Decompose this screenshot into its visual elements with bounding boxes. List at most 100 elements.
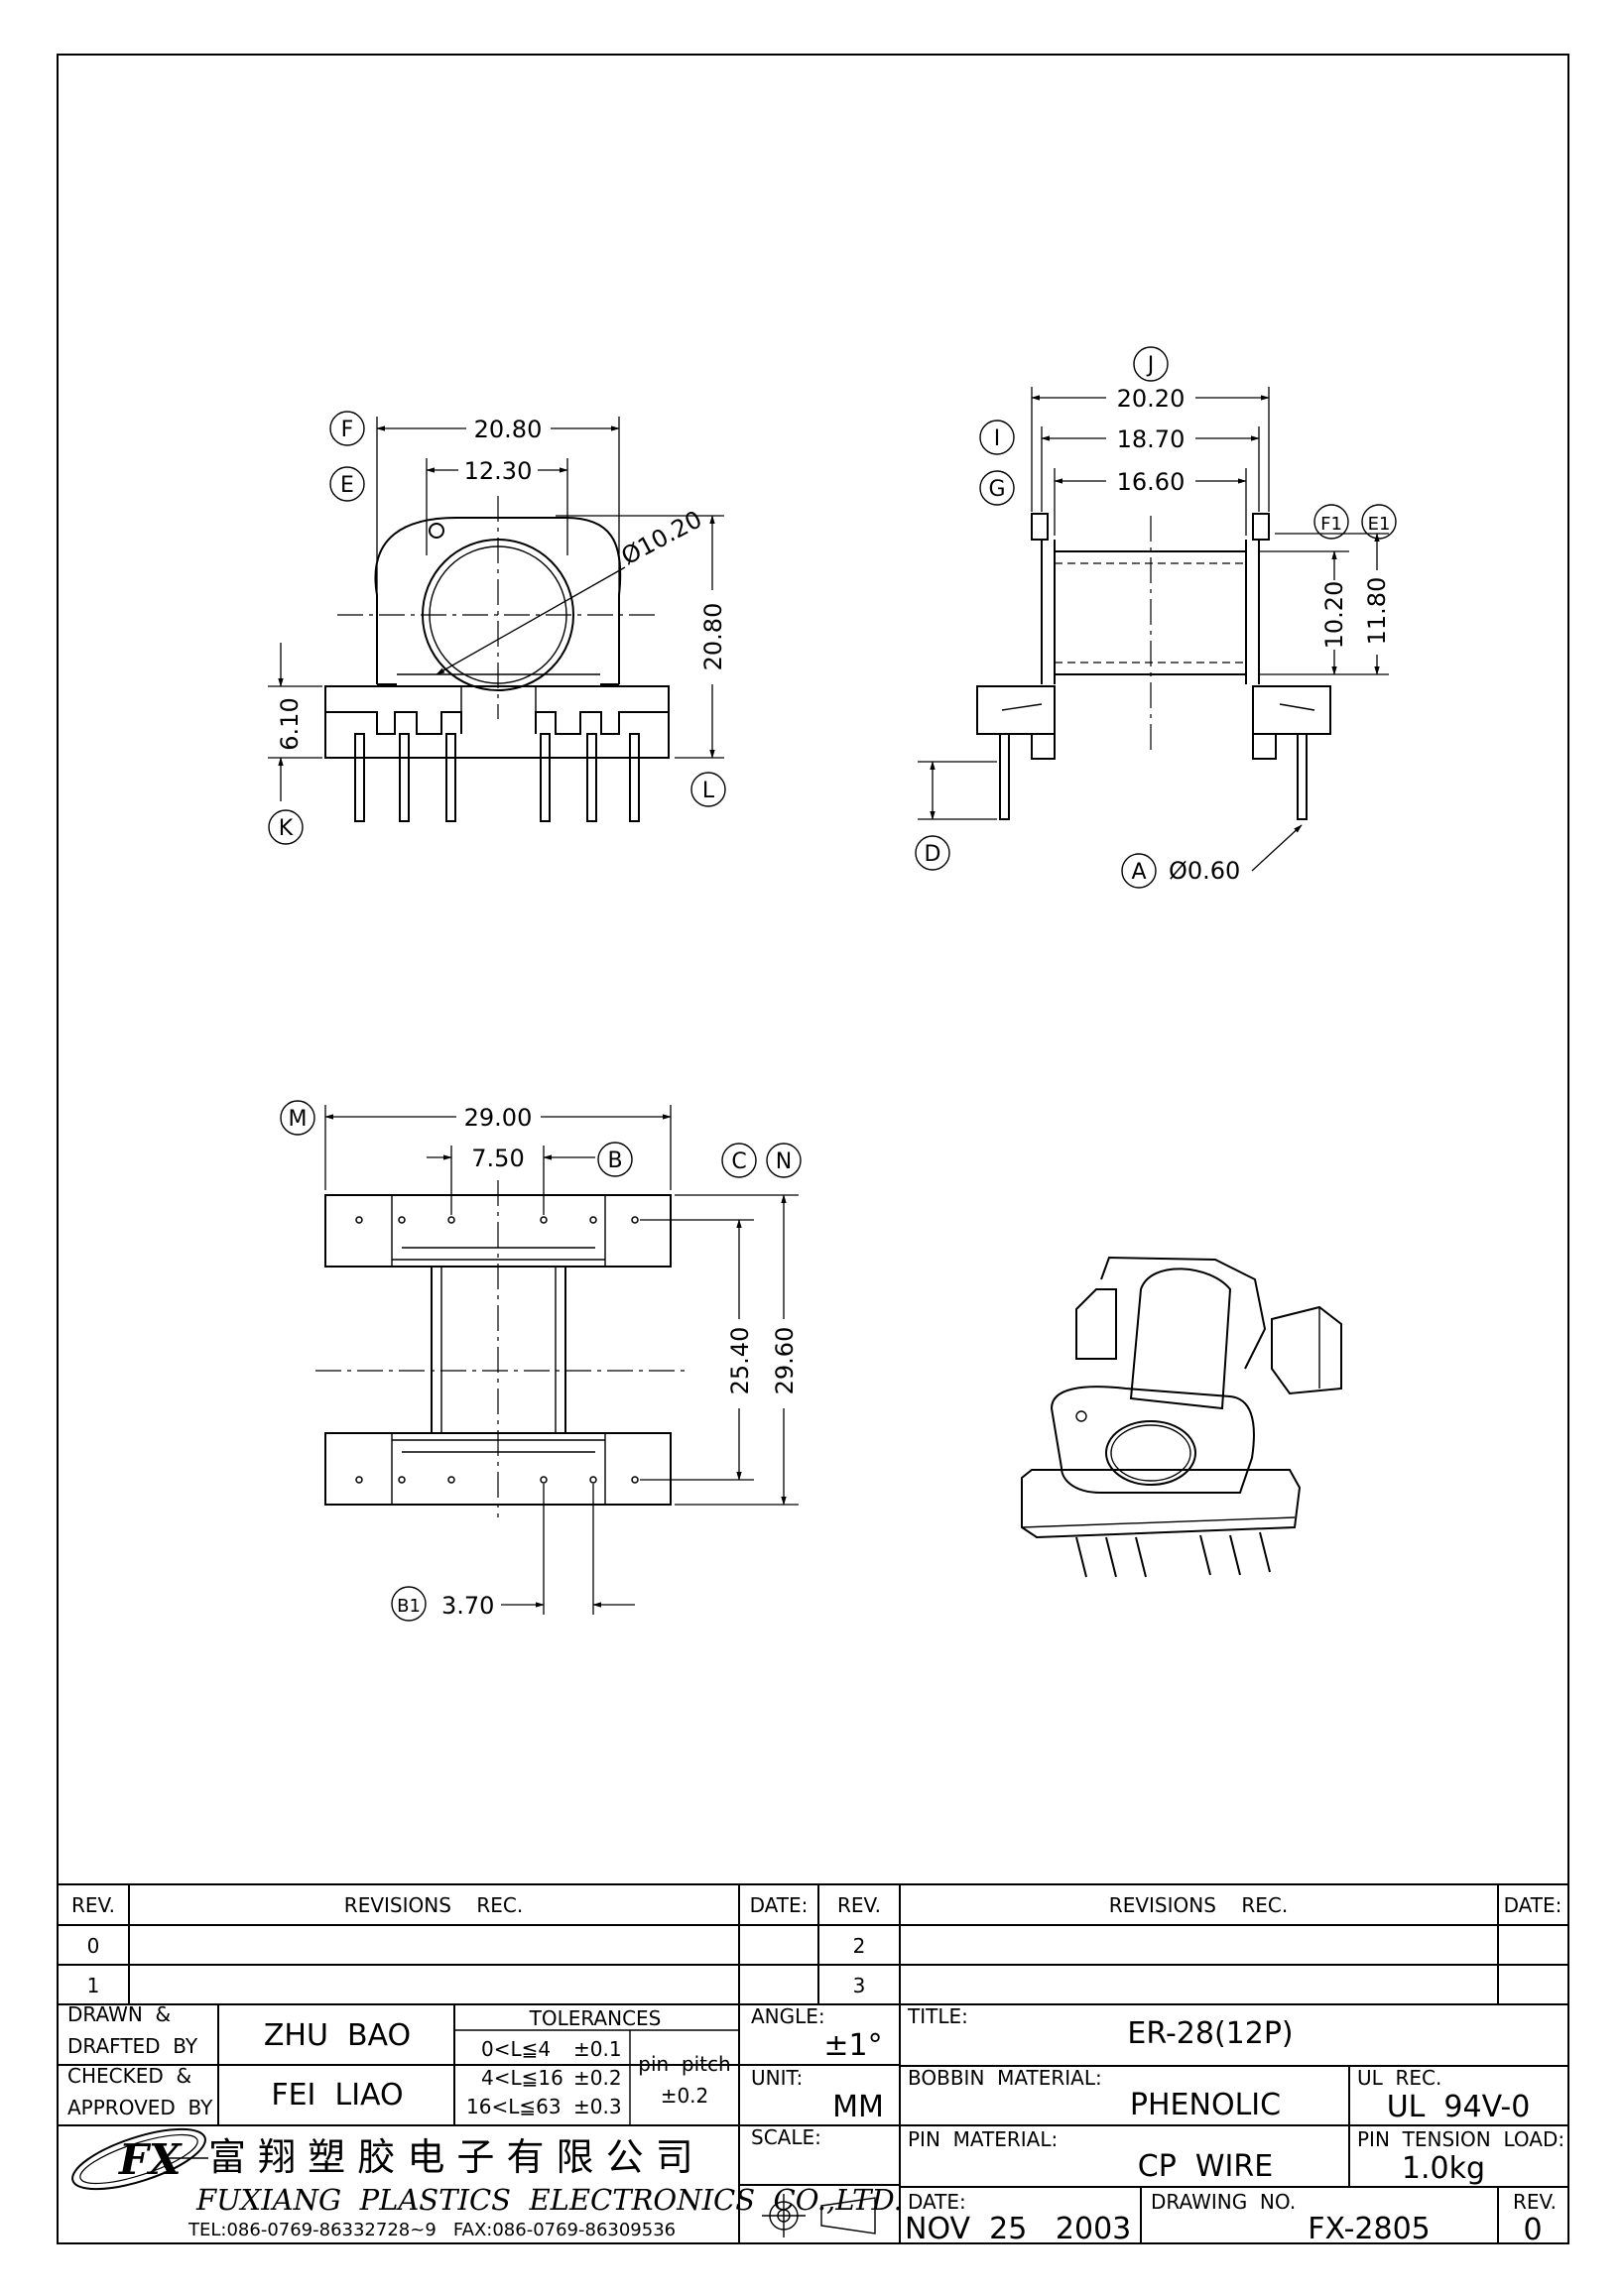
checked-by: FEI LIAO bbox=[271, 2078, 403, 2113]
pin-material-label: PIN MATERIAL: bbox=[908, 2127, 1058, 2151]
svg-text:F: F bbox=[341, 418, 354, 442]
balloon-i: I bbox=[979, 420, 1015, 455]
ul-rec-label: UL REC. bbox=[1357, 2066, 1441, 2090]
dim-side-e1: 11.80 bbox=[1363, 577, 1391, 646]
angle-label: ANGLE: bbox=[751, 2004, 825, 2028]
bobbin-material-label: BOBBIN MATERIAL: bbox=[908, 2066, 1102, 2090]
dim-side-f1: 10.20 bbox=[1320, 581, 1348, 650]
unit-label: UNIT: bbox=[751, 2066, 803, 2090]
dim-front-inner: 12.30 bbox=[464, 457, 533, 485]
dim-front-width: 20.80 bbox=[474, 416, 543, 443]
tol-range-1: 4<L≦16 bbox=[481, 2066, 563, 2090]
svg-text:M: M bbox=[289, 1107, 308, 1132]
svg-text:J: J bbox=[1146, 353, 1155, 378]
svg-text:G: G bbox=[988, 477, 1005, 502]
drawing-no-label: DRAWING NO. bbox=[1151, 2190, 1296, 2214]
dim-side-i: 18.70 bbox=[1117, 425, 1186, 453]
bobbin-material-value: PHENOLIC bbox=[1130, 2088, 1281, 2122]
isometric-view bbox=[1021, 1256, 1342, 1578]
revisions-header-left: REVISIONS REC. bbox=[344, 1893, 523, 1917]
rev-row-0: 0 bbox=[87, 1934, 100, 1958]
scale-label: SCALE: bbox=[751, 2125, 821, 2149]
dim-bottom-outer: 29.60 bbox=[771, 1327, 799, 1395]
svg-text:B1: B1 bbox=[397, 1596, 421, 1617]
tol-value-2: ±0.3 bbox=[573, 2095, 622, 2118]
dim-bottom-b1: 3.70 bbox=[441, 1592, 494, 1620]
dim-front-height: 20.80 bbox=[699, 603, 727, 671]
balloon-d: D bbox=[915, 835, 950, 871]
balloon-e1: E1 bbox=[1361, 504, 1397, 540]
rev-row-3: 3 bbox=[853, 1974, 866, 1997]
company-logo: FX bbox=[71, 2127, 208, 2191]
dim-bottom-pitch: 7.50 bbox=[471, 1145, 524, 1172]
title-label: TITLE: bbox=[907, 2004, 968, 2028]
svg-text:B: B bbox=[607, 1148, 622, 1173]
pin-tension-label: PIN TENSION LOAD: bbox=[1357, 2127, 1564, 2151]
revisions-header-right: REVISIONS REC. bbox=[1109, 1893, 1288, 1917]
pin-pitch-tol: ±0.2 bbox=[661, 2084, 709, 2108]
unit-value: MM bbox=[832, 2090, 884, 2124]
svg-text:D: D bbox=[925, 842, 941, 867]
svg-text:A: A bbox=[1131, 860, 1146, 885]
dim-bottom-inner: 25.40 bbox=[726, 1327, 754, 1395]
side-view: 20.20 18.70 16.60 10.20 11.80 Ø0.60 J I … bbox=[915, 346, 1397, 889]
pin-pitch-label: pin pitch bbox=[638, 2052, 730, 2076]
balloon-g: G bbox=[979, 470, 1015, 506]
ul-rec-value: UL 94V-0 bbox=[1387, 2090, 1531, 2124]
svg-text:C: C bbox=[731, 1149, 746, 1174]
dim-side-g: 16.60 bbox=[1117, 468, 1186, 496]
dim-front-base: 6.10 bbox=[276, 697, 304, 750]
date-header-right: DATE: bbox=[1504, 1893, 1562, 1917]
svg-text:K: K bbox=[279, 816, 294, 841]
balloon-f: F bbox=[329, 411, 365, 446]
company-contact: TEL:086-0769-86332728~9 FAX:086-0769-863… bbox=[187, 2220, 676, 2240]
rev-header-left: REV. bbox=[71, 1893, 115, 1917]
dim-bottom-width: 29.00 bbox=[464, 1104, 533, 1132]
drawn-label-1: DRAWN & bbox=[67, 2002, 171, 2026]
angle-value: ±1° bbox=[823, 2028, 882, 2063]
svg-text:F1: F1 bbox=[1320, 514, 1342, 535]
svg-text:I: I bbox=[994, 426, 1001, 451]
drawn-label-2: DRAFTED BY bbox=[67, 2034, 198, 2058]
checked-label-2: APPROVED BY bbox=[67, 2096, 213, 2119]
rev-row-1: 1 bbox=[87, 1974, 100, 1997]
projection-symbol-icon bbox=[762, 2194, 876, 2237]
tol-range-2: 16<L≦63 bbox=[466, 2095, 562, 2118]
balloon-a: A bbox=[1121, 853, 1157, 889]
rev-row-2: 2 bbox=[853, 1934, 866, 1958]
balloon-n: N bbox=[766, 1143, 802, 1178]
balloon-l: L bbox=[690, 772, 726, 807]
svg-text:L: L bbox=[702, 779, 715, 803]
rev-value: 0 bbox=[1523, 2213, 1542, 2247]
company-name-en: FUXIANG PLASTICS ELECTRONICS CO.,LTD. bbox=[195, 2183, 903, 2217]
title-block: REV. REVISIONS REC. DATE: REV. REVISIONS… bbox=[58, 1883, 1568, 2247]
balloon-k: K bbox=[268, 809, 304, 845]
date-header-left: DATE: bbox=[750, 1893, 809, 1917]
date-value: NOV 25 2003 bbox=[905, 2212, 1131, 2246]
rev-label: REV. bbox=[1513, 2190, 1557, 2214]
svg-text:N: N bbox=[776, 1149, 792, 1174]
pin-tension-value: 1.0kg bbox=[1402, 2151, 1485, 2186]
balloon-b: B bbox=[597, 1142, 633, 1177]
balloon-e: E bbox=[329, 466, 365, 502]
balloon-j: J bbox=[1133, 346, 1169, 382]
svg-text:E: E bbox=[340, 473, 354, 498]
pin-material-value: CP WIRE bbox=[1138, 2149, 1273, 2184]
tol-range-0: 0<L≦4 bbox=[481, 2037, 551, 2061]
drawn-by: ZHU BAO bbox=[264, 2018, 411, 2053]
drawing-no-value: FX-2805 bbox=[1308, 2212, 1431, 2246]
tol-value-1: ±0.2 bbox=[573, 2066, 622, 2090]
front-view: 20.80 12.30 Ø10.20 20.80 6.10 F E K L bbox=[268, 411, 727, 845]
bottom-view: 29.00 7.50 25.40 29.60 3.70 M B C N B1 bbox=[280, 1100, 802, 1622]
date-label: DATE: bbox=[908, 2190, 966, 2214]
dim-side-j: 20.20 bbox=[1117, 385, 1186, 413]
balloon-m: M bbox=[280, 1100, 315, 1136]
company-name-cn: 富 翔 塑 胶 电 子 有 限 公 司 bbox=[208, 2135, 693, 2179]
svg-text:FX: FX bbox=[118, 2135, 183, 2184]
balloon-b1: B1 bbox=[391, 1586, 427, 1622]
sheet-border bbox=[57, 54, 1569, 2244]
title-value: ER-28(12P) bbox=[1127, 2016, 1293, 2051]
checked-label-1: CHECKED & bbox=[67, 2064, 191, 2088]
dim-front-diameter: Ø10.20 bbox=[617, 505, 706, 570]
